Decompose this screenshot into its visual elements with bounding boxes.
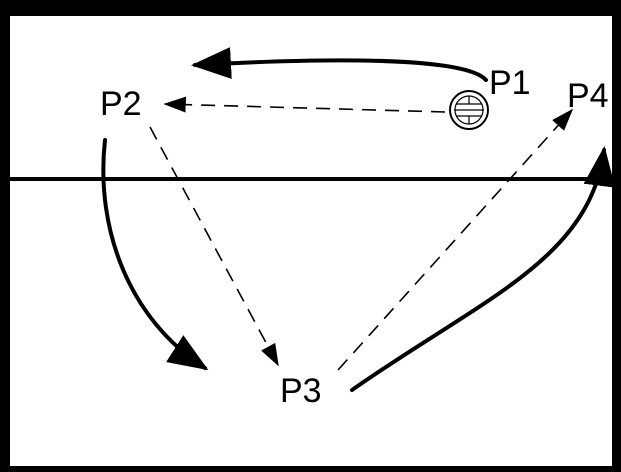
player-label-p1: P1 <box>489 64 531 102</box>
court-bottom-line <box>0 466 621 472</box>
attack-line <box>10 177 612 181</box>
court-right-line <box>612 0 621 472</box>
pass-p1-to-p2 <box>163 96 446 113</box>
pass-p3-to-p4 <box>337 108 574 371</box>
run-p1-to-p2 <box>191 47 488 82</box>
run-p3-to-p4 <box>350 146 616 392</box>
player-label-p4: P4 <box>567 77 609 115</box>
player-label-p2: P2 <box>100 85 142 123</box>
run-p2-to-p3 <box>101 138 209 371</box>
player-label-p3: P3 <box>280 372 322 410</box>
court-left-line <box>0 0 10 472</box>
court-top-line <box>0 0 621 16</box>
volleyball-icon <box>449 90 489 130</box>
pass-p2-to-p3 <box>149 126 279 367</box>
